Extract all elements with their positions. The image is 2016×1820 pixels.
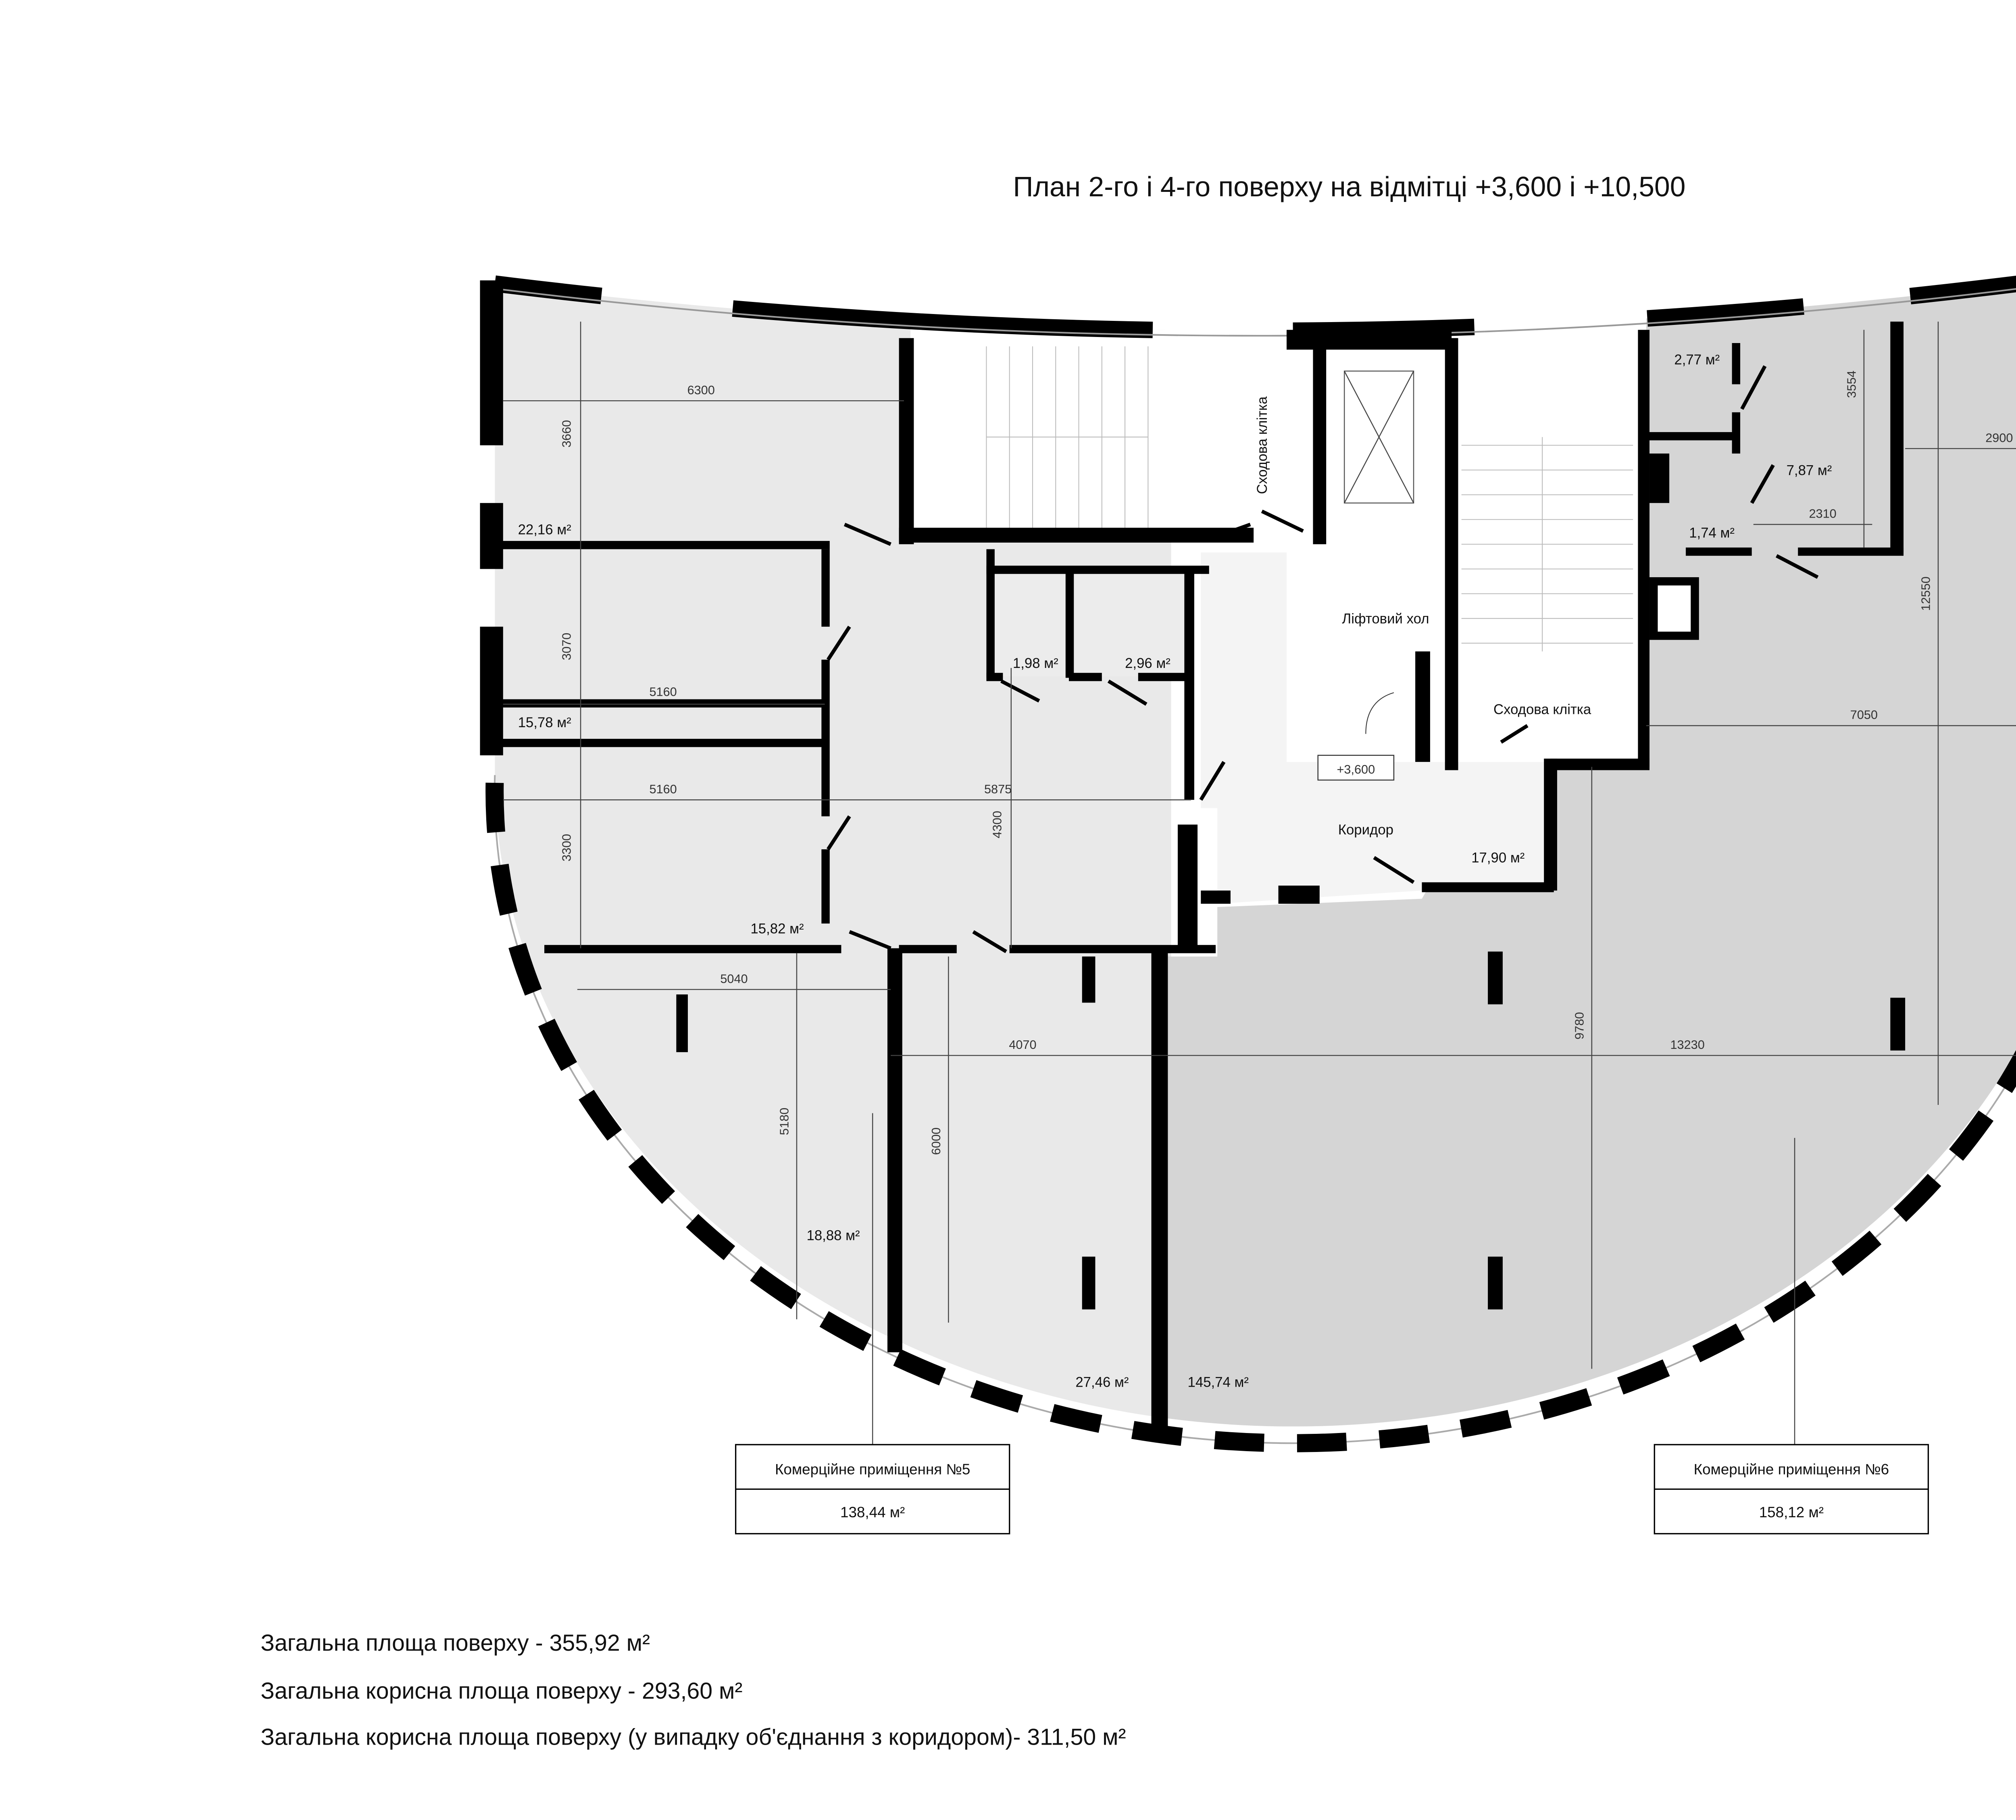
dim-7050: 7050 [1850, 708, 1878, 722]
area-label: 18,88 м² [807, 1228, 860, 1244]
area-labels: 22,16 м² 15,78 м² 15,82 м² 1,98 м² 2,96 … [518, 352, 1832, 1390]
unit-5-callout: Комерційне приміщення №5 138,44 м² [735, 1113, 1010, 1535]
stairwell-left-fill [910, 274, 1287, 533]
dim-3070: 3070 [559, 633, 573, 660]
dim-12550: 12550 [1919, 576, 1933, 611]
columns [676, 951, 1906, 1310]
floor-fills [495, 274, 2016, 1427]
dim-3300: 3300 [559, 834, 573, 861]
area-label: 1,98 м² [1013, 656, 1058, 671]
room-labels: Сходова клітка Ліфтовий хол Сходова кліт… [1255, 396, 1591, 838]
unit-6-callout: Комерційне приміщення №6 158,12 м² [1654, 1138, 1929, 1535]
area-label: 15,82 м² [750, 921, 804, 937]
area-summary: Загальна площа поверху - 355,92 м² Загал… [260, 1630, 1126, 1750]
dim-5040: 5040 [720, 971, 748, 986]
dim-5160-b: 5160 [649, 782, 677, 796]
dim-2900: 2900 [1985, 431, 2013, 445]
area-label: 17,90 м² [1471, 851, 1524, 866]
area-label: 15,78 м² [518, 715, 571, 730]
plan-title: План 2-го і 4-го поверху на відмітці +3,… [1013, 171, 1686, 202]
level-mark-box [1317, 755, 1395, 781]
area-label: 2,96 м² [1125, 656, 1170, 671]
wc-fill [989, 569, 1191, 676]
unit-6-area: 158,12 м² [1759, 1504, 1824, 1520]
level-mark: +3,600 [1337, 762, 1375, 776]
dim-5875: 5875 [984, 782, 1012, 796]
area-label: 145,74 м² [1188, 1375, 1249, 1390]
summary-total-area: Загальна площа поверху - 355,92 м² [260, 1630, 650, 1656]
elevator-shaft [1343, 370, 1414, 504]
dimension-labels: 6300 3660 3070 5160 5160 5875 3300 4300 … [559, 370, 2013, 1155]
dimension-lines [503, 321, 2016, 1369]
unit-5-area: 138,44 м² [840, 1504, 905, 1520]
unit-5-name: Комерційне приміщення №5 [775, 1461, 970, 1477]
dim-9780: 9780 [1572, 1012, 1586, 1040]
area-label: 1,74 м² [1689, 526, 1735, 541]
dim-6000: 6000 [929, 1127, 943, 1155]
dim-4070: 4070 [1009, 1038, 1036, 1052]
interior-walls [500, 321, 1904, 1435]
area-label: 2,77 м² [1674, 352, 1720, 368]
dim-6300: 6300 [687, 383, 715, 397]
lift-hall-label: Ліфтовий хол [1342, 611, 1429, 626]
stairs-left [986, 346, 1149, 528]
dim-2310: 2310 [1809, 507, 1836, 521]
core-fill [1287, 274, 1646, 762]
dim-3554: 3554 [1844, 370, 1858, 398]
unit-6-fill [1163, 274, 2016, 1427]
doors [826, 365, 1819, 953]
unit-6-name: Комерційне приміщення №6 [1694, 1461, 1889, 1477]
dim-13230: 13230 [1670, 1038, 1704, 1052]
dim-5160-a: 5160 [649, 684, 677, 699]
dim-5180: 5180 [777, 1108, 791, 1135]
area-label: 27,46 м² [1075, 1375, 1129, 1390]
dim-3660: 3660 [559, 420, 573, 447]
summary-usable-area-with-corridor: Загальна корисна площа поверху (у випадк… [260, 1724, 1126, 1750]
stairwell-left-label: Сходова клітка [1255, 396, 1270, 494]
stairs-right [1461, 437, 1633, 652]
area-label: 22,16 м² [518, 522, 571, 538]
stairwell-right-label: Сходова клітка [1493, 702, 1591, 717]
dim-4300: 4300 [990, 811, 1004, 838]
summary-usable-area: Загальна корисна площа поверху - 293,60 … [260, 1678, 742, 1704]
area-label: 7,87 м² [1787, 463, 1832, 478]
corridor-label: Коридор [1338, 822, 1393, 838]
